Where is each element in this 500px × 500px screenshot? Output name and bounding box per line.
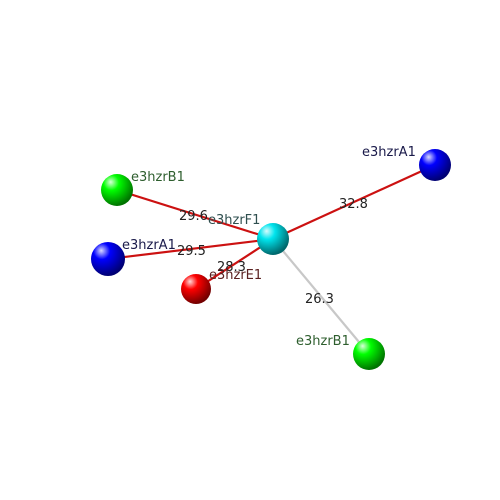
node-label-3: e3hzrA1 (122, 238, 176, 253)
edge-distance-label-3: 29.5 (177, 244, 206, 259)
edge-distance-label-5: 26.3 (305, 292, 334, 307)
edge-distance-label-1: 32.8 (339, 197, 368, 212)
edge-label-layer: 32.8 29.6 29.5 28.3 26.3 (177, 197, 368, 307)
edge-layer (106, 163, 437, 356)
node-sphere-2 (101, 174, 133, 206)
node-label-5: e3hzrB1 (296, 334, 350, 349)
node-label-4: e3hzrE1 (209, 268, 262, 283)
edge-5 (271, 237, 371, 356)
node-label-1: e3hzrA1 (362, 145, 416, 160)
node-sphere-5 (353, 338, 385, 370)
node-layer (91, 149, 451, 370)
node-sphere-1 (419, 149, 451, 181)
edge-distance-label-4: 28.3 (217, 260, 246, 275)
edge-distance-label-2: 29.6 (179, 209, 208, 224)
edge-2 (115, 188, 275, 241)
center-node-label: e3hzrF1 (208, 213, 260, 228)
edge-1 (271, 163, 437, 241)
node-sphere-4 (181, 274, 211, 304)
edge-3 (106, 237, 275, 261)
node-sphere-3 (91, 242, 125, 276)
center-node-sphere (257, 223, 289, 255)
node-label-layer: e3hzrA1 e3hzrB1 e3hzrA1 e3hzrE1 e3hzrB1 e3hzr… (122, 145, 416, 349)
node-label-2: e3hzrB1 (131, 170, 185, 185)
